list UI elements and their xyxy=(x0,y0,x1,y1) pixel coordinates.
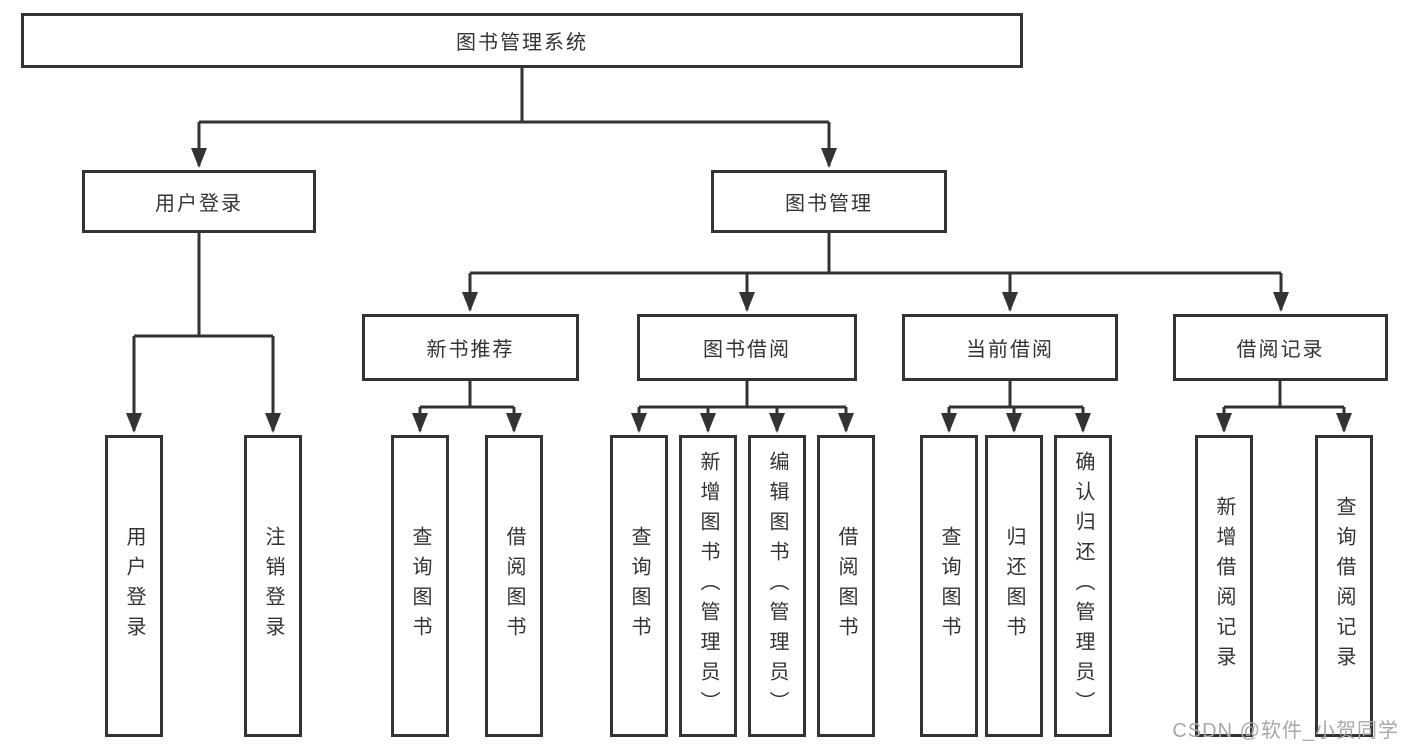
node-leaf-add-borrow-record-label: 新增借阅记录 xyxy=(1213,496,1235,676)
node-leaf-query-book-recommend-label: 查询图书 xyxy=(409,526,431,646)
node-current-borrow: 当前借阅 xyxy=(902,314,1118,381)
node-leaf-query-borrow-record: 查询借阅记录 xyxy=(1315,435,1373,737)
node-leaf-add-borrow-record: 新增借阅记录 xyxy=(1195,435,1253,737)
node-leaf-return-book-label: 归还图书 xyxy=(1003,526,1025,646)
node-leaf-add-book-admin: 新增图书（管理员） xyxy=(679,435,737,737)
node-borrow-record: 借阅记录 xyxy=(1173,314,1388,381)
watermark: CSDN @软件_小贺同学 xyxy=(1172,720,1399,742)
node-leaf-add-book-admin-label: 新增图书（管理员） xyxy=(697,451,719,721)
node-borrow-record-label: 借阅记录 xyxy=(1236,339,1325,361)
node-leaf-query-book-recommend: 查询图书 xyxy=(391,435,449,737)
node-leaf-user-login: 用户登录 xyxy=(105,435,163,737)
node-leaf-edit-book-admin: 编辑图书（管理员） xyxy=(748,435,806,737)
node-leaf-edit-book-admin-label: 编辑图书（管理员） xyxy=(766,451,788,721)
node-leaf-borrow-book: 借阅图书 xyxy=(817,435,875,737)
node-leaf-confirm-return-admin: 确认归还（管理员） xyxy=(1054,435,1112,737)
node-leaf-borrow-book-recommend: 借阅图书 xyxy=(485,435,543,737)
node-book-borrow: 图书借阅 xyxy=(637,314,857,381)
node-leaf-borrow-book-label: 借阅图书 xyxy=(835,526,857,646)
node-leaf-logout: 注销登录 xyxy=(244,435,302,737)
node-book-borrow-label: 图书借阅 xyxy=(703,339,791,361)
node-leaf-query-book-current: 查询图书 xyxy=(920,435,978,737)
node-leaf-confirm-return-admin-label: 确认归还（管理员） xyxy=(1072,451,1094,721)
node-user-login-group-label: 用户登录 xyxy=(155,193,243,215)
node-leaf-borrow-book-recommend-label: 借阅图书 xyxy=(503,526,525,646)
node-leaf-query-book-borrow-label: 查询图书 xyxy=(628,526,650,646)
node-current-borrow-label: 当前借阅 xyxy=(966,339,1054,361)
node-new-book-recommend: 新书推荐 xyxy=(362,314,579,381)
node-root: 图书管理系统 xyxy=(21,13,1023,68)
node-leaf-query-book-borrow: 查询图书 xyxy=(610,435,668,737)
node-user-login-group: 用户登录 xyxy=(82,170,316,233)
node-leaf-query-book-current-label: 查询图书 xyxy=(938,526,960,646)
node-book-management-group: 图书管理 xyxy=(711,170,947,233)
node-root-label: 图书管理系统 xyxy=(456,32,588,54)
node-leaf-user-login-label: 用户登录 xyxy=(123,526,145,646)
node-book-management-group-label: 图书管理 xyxy=(785,193,873,215)
node-leaf-logout-label: 注销登录 xyxy=(262,526,284,646)
node-leaf-query-borrow-record-label: 查询借阅记录 xyxy=(1333,496,1355,676)
node-new-book-recommend-label: 新书推荐 xyxy=(426,339,515,361)
node-leaf-return-book: 归还图书 xyxy=(985,435,1043,737)
